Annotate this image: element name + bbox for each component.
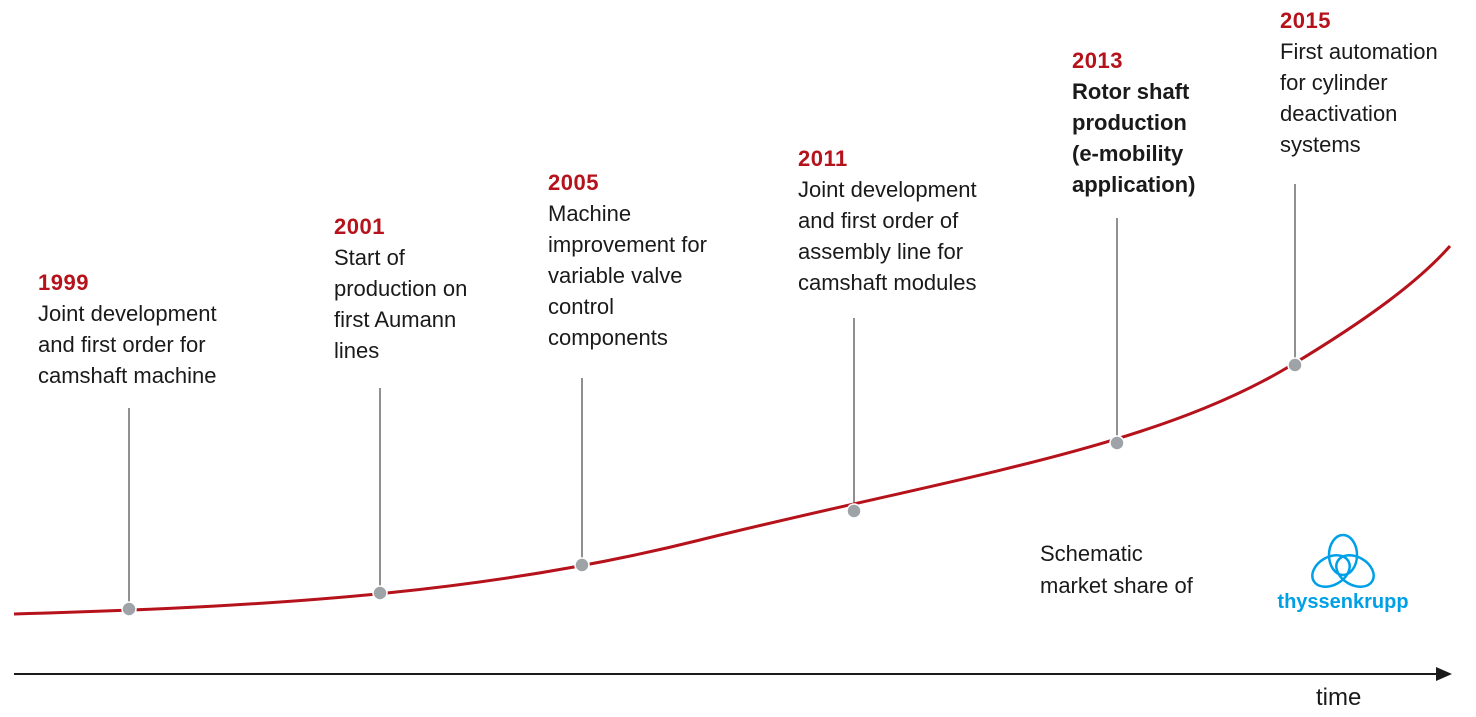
milestone-description: Start of production on first Aumann line… — [334, 245, 468, 363]
milestone-dots — [121, 357, 1303, 617]
milestone-dot-2011 — [846, 503, 862, 519]
market-share-curve — [13, 245, 1452, 616]
time-axis-arrowhead — [1436, 667, 1452, 681]
milestone-description: Joint development and first order for ca… — [38, 301, 217, 388]
milestone-description: Joint development and first order of ass… — [798, 177, 977, 295]
milestone-dot-2005 — [574, 557, 590, 573]
milestone-dot-2013 — [1109, 435, 1125, 451]
milestone-year: 2005 — [548, 170, 599, 195]
leader-lines — [128, 184, 1296, 609]
milestone-year: 2001 — [334, 214, 385, 239]
milestone-description: First automation for cylinder deactivati… — [1280, 39, 1438, 157]
milestone-year: 2013 — [1072, 48, 1123, 73]
time-axis-label: time — [1316, 684, 1362, 711]
milestone-description: Rotor shaft production (e-mobility appli… — [1072, 79, 1196, 197]
thyssenkrupp-logo-icon — [1311, 533, 1375, 588]
milestone-dot-2015 — [1287, 357, 1303, 373]
milestone-dot-1999 — [121, 601, 137, 617]
milestone-year: 2011 — [798, 146, 848, 171]
milestone-description: Machine improvement for variable valve c… — [548, 201, 707, 350]
logo-wordmark: thyssenkrupp — [1277, 591, 1409, 613]
thyssenkrupp-logo: thyssenkrupp — [1273, 533, 1413, 623]
milestone-dot-2001 — [372, 585, 388, 601]
schematic-caption: Schematic market share of — [1040, 541, 1193, 598]
milestone-year: 2015 — [1280, 8, 1331, 33]
milestone-year: 1999 — [38, 270, 89, 295]
